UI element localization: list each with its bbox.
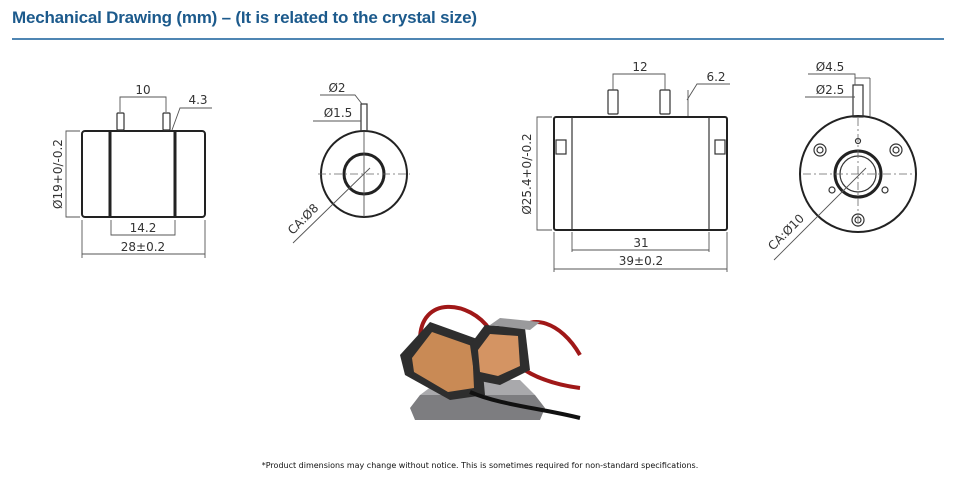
- diameter-label: Ø19+0/-0.2: [51, 139, 65, 209]
- small-cell-side-view: 10 4.3 Ø19+0/-0.2 14.2 28±0.2: [51, 83, 212, 258]
- inner-length-label: 31: [633, 236, 648, 250]
- inner-length-label: 14.2: [130, 221, 157, 235]
- pin-spacing-label: 10: [135, 83, 150, 97]
- pin-spacing-label: 12: [632, 60, 647, 74]
- pin-inner-label: Ø1.5: [324, 106, 353, 120]
- title-divider: [12, 38, 944, 40]
- small-cell-end-view: Ø2 Ø1.5 CA:Ø8: [285, 81, 410, 244]
- page-title: Mechanical Drawing (mm) – (It is related…: [12, 8, 477, 27]
- aperture-label: CA:Ø10: [765, 211, 807, 253]
- diameter-label: Ø25.4+0/-0.2: [520, 133, 534, 214]
- pin-inner-label: Ø2.5: [816, 83, 845, 97]
- length-label: 39±0.2: [619, 254, 663, 268]
- aperture-label: CA:Ø8: [285, 201, 321, 237]
- disclaimer-footnote: *Product dimensions may change without n…: [261, 461, 699, 470]
- pin-height-label: 4.3: [188, 93, 207, 107]
- pin-height-label: 6.2: [706, 70, 725, 84]
- pin-outer-label: Ø4.5: [816, 60, 845, 74]
- length-label: 28±0.2: [121, 240, 165, 254]
- large-cell-end-view: Ø4.5 Ø2.5 CA:Ø10: [765, 60, 917, 261]
- pin-outer-label: Ø2: [328, 81, 345, 95]
- large-cell-side-view: 12 6.2 Ø25.4+0/-0.2 31 39±0.2: [520, 60, 730, 272]
- pockels-cell-product-image: [400, 304, 582, 420]
